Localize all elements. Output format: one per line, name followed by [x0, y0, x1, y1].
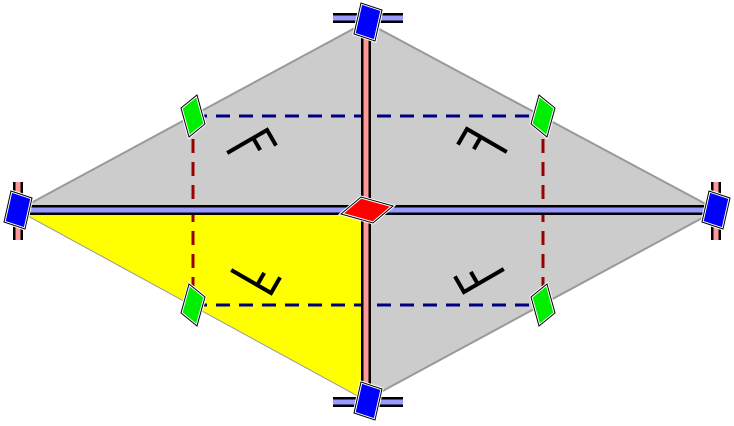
rotation-center-top: [352, 1, 384, 43]
rotation-center-bottom: [352, 380, 384, 422]
rotation-center-green-top-left: [179, 92, 207, 140]
rotation-center-left: [2, 189, 34, 231]
rotation-center-red-middle: [337, 195, 397, 225]
motif-f-bottom-right: [453, 267, 505, 295]
rotation-center-green-bottom-right: [529, 281, 557, 329]
rotation-center-right: [700, 189, 732, 231]
motif-f-top-left: [226, 127, 278, 155]
rotation-center-green-top-right: [529, 92, 557, 140]
rotation-center-green-bottom-left: [179, 281, 207, 329]
motif-f-bottom-left: [230, 268, 282, 296]
motif-f-top-right: [456, 126, 508, 154]
